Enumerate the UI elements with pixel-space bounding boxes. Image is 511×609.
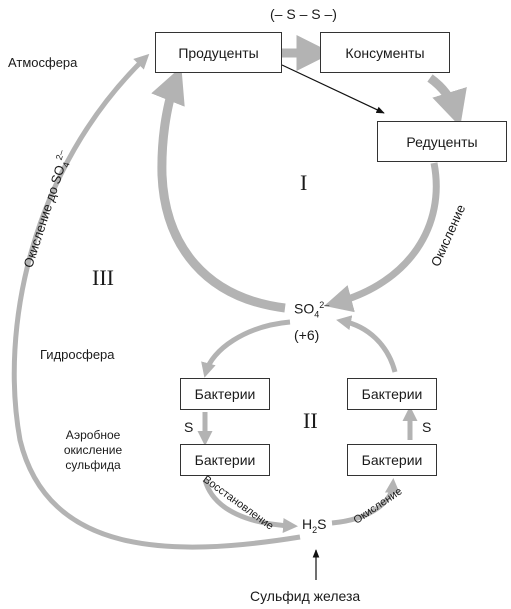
arrow-so4-to-bacteria-left [201,319,291,378]
so4-center-label: SO42– [294,300,329,319]
cycle-three-label: III [92,265,114,290]
s-right-label: S [422,419,432,435]
bacteria-bottom-right-box: Бактерии [347,444,437,476]
arrow-consumers-to-reducers [427,74,467,127]
aerobic-line-3: сульфида [65,458,121,472]
h2s-sub: 2 [312,524,318,535]
arrow-reducers-to-so4 [324,162,440,313]
arrow-producers-to-reducers [281,64,385,114]
reducers-box: Редуценты [377,121,507,162]
h2s-label: H2S [302,516,326,535]
producers-box: Продуценты [155,32,282,73]
arrow-bacteria-right-to-so4 [336,315,398,373]
oxidation-state-label: (+6) [294,327,320,343]
bacteria-top-right-box: Бактерии [347,378,437,410]
s-left-label: S [184,419,194,435]
bacteria-bottom-left-box: Бактерии [180,444,270,476]
iron-sulfide-label: Сульфид железа [250,588,361,604]
cycle-two-label: II [303,408,318,433]
bacteria-top-left-box: Бактерии [180,378,270,410]
arrow-bacteria-left-to-h2s [202,479,298,534]
cycle-one-label: I [300,170,308,195]
so4-center-base: SO [294,300,315,317]
so4-center-sup: 2– [319,300,330,310]
aerobic-line-1: Аэробное [65,428,121,442]
oxidation-to-so4-sup: 2– [53,148,67,162]
aerobic-line-2: окисление [63,443,123,457]
atmosphere-label: Атмосфера [8,55,78,70]
aerobic-oxidation-label: Аэробное окисление сульфида [48,428,138,473]
h2s-h: H [302,516,313,532]
arrow-h2s-to-bacteria-right [331,478,400,526]
so4-center-sub: 4 [314,309,320,320]
consumers-box: Консументы [320,32,450,73]
hydrosphere-label: Гидросфера [40,347,115,362]
arrow-h2s-to-producers [11,53,301,550]
arrow-so4-to-producers [151,66,286,313]
h2s-s: S [317,516,327,532]
bond-label: (– S – S –) [270,6,337,22]
